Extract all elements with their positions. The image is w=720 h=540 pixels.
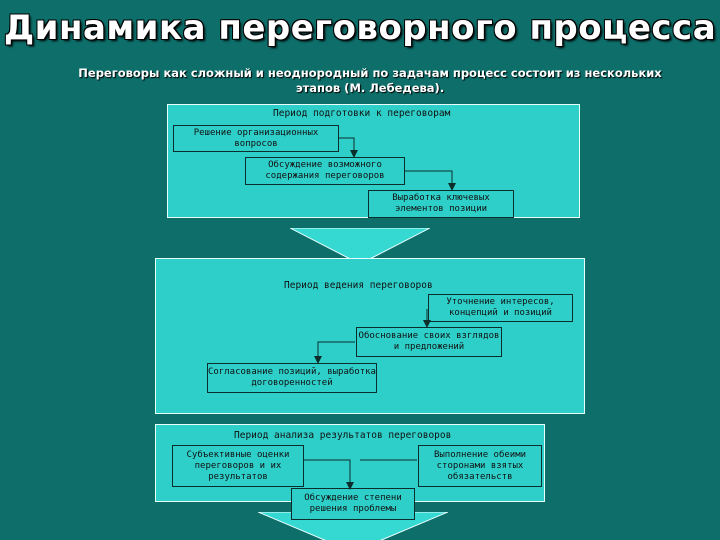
stage-arrow-1 [290, 228, 430, 264]
step-label: Обоснование своих взглядов и предложений [358, 331, 500, 352]
step-label: Выработка ключевых элементов позиции [392, 193, 490, 214]
intro-text: Переговоры как сложный и неоднородный по… [78, 66, 662, 95]
step-fulfil-obligations: Выполнение обеими сторонами взятых обяза… [418, 445, 542, 487]
step-agree-positions: Согласование позиций, выработка договоре… [207, 363, 377, 393]
slide-title: Динамика переговорного процесса [3, 8, 717, 48]
step-label: Обсуждение степени решения проблемы [304, 493, 402, 514]
step-label: Решение организационных вопросов [193, 127, 319, 149]
step-label: Обсуждение возможного содержания перегов… [265, 160, 385, 181]
stage-conduct-panel: Период ведения переговоров Уточнение инт… [155, 258, 585, 414]
stage-preparation-panel: Период подготовки к переговорам Решение … [167, 104, 580, 218]
step-label: Выполнение обеими сторонами взятых обяза… [433, 449, 527, 482]
step-problem-resolution: Обсуждение степени решения проблемы [291, 488, 415, 520]
step-label: Согласование позиций, выработка договоре… [208, 367, 376, 388]
step-justify-views: Обоснование своих взглядов и предложений [356, 327, 502, 357]
step-organizational-issues: Решение организационных вопросов [173, 125, 339, 152]
stage-preparation-heading: Период подготовки к переговорам [273, 108, 451, 119]
step-key-positions: Выработка ключевых элементов позиции [368, 190, 514, 218]
step-clarify-interests: Уточнение интересов, концепций и позиций [428, 294, 573, 322]
step-label: Субъективные оценки переговоров и их рез… [186, 449, 290, 482]
stage-conduct-heading: Период ведения переговоров [284, 280, 433, 291]
step-content-discussion: Обсуждение возможного содержания перегов… [245, 157, 405, 185]
step-subjective-assessment: Субъективные оценки переговоров и их рез… [172, 445, 304, 487]
step-label: Уточнение интересов, концепций и позиций [446, 297, 555, 318]
stage-analysis-heading: Период анализа результатов переговоров [234, 430, 452, 441]
